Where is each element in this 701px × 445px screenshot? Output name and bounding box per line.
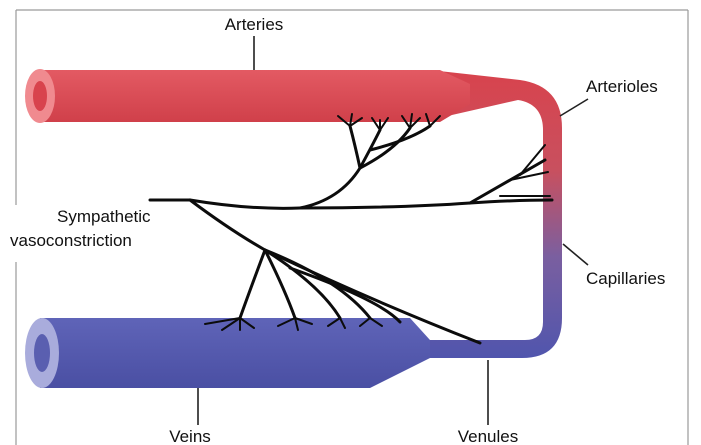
- arteries-label: Arteries: [225, 15, 284, 34]
- arterioles-leader: [560, 99, 588, 116]
- veins-label: Veins: [169, 427, 211, 445]
- vein-vessel: [40, 318, 430, 388]
- sympathetic-nerve: [150, 114, 552, 343]
- arterioles-label: Arterioles: [586, 77, 658, 96]
- artery-vessel: [40, 70, 470, 122]
- sympathetic-label-line2: vasoconstriction: [10, 231, 132, 250]
- vein-opening-inner: [34, 334, 50, 372]
- capillaries-label: Capillaries: [586, 269, 665, 288]
- sympathetic-label-line1: Sympathetic: [57, 207, 151, 226]
- capillaries-leader: [563, 244, 588, 265]
- venules-label: Venules: [458, 427, 519, 445]
- artery-opening-inner: [33, 81, 47, 111]
